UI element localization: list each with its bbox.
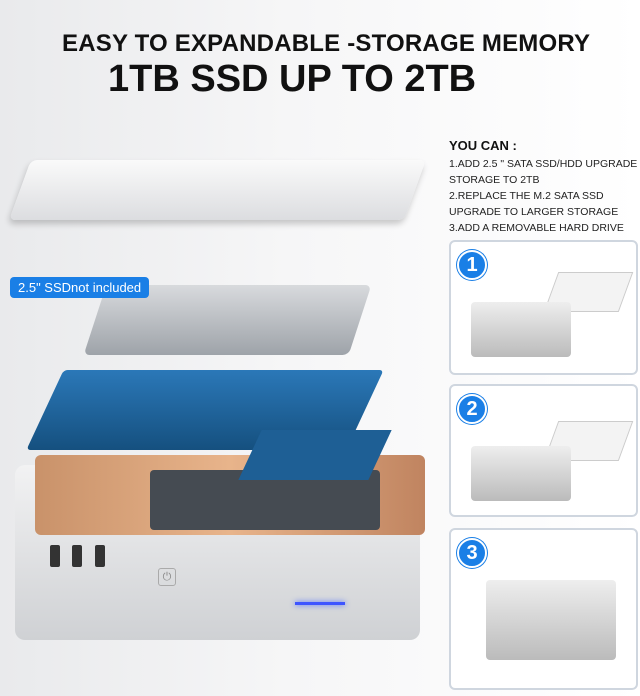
ssd-not-included-badge: 2.5" SSDnot included (10, 277, 150, 298)
list-line: 1.ADD 2.5 " SATA SSD/HDD UPGRADE (449, 158, 638, 170)
step-number: 3 (457, 538, 487, 568)
step-card-3: 3 (449, 528, 638, 690)
usb-port (95, 545, 105, 567)
led-strip (295, 602, 345, 605)
subheadline: 1TB SSD UP TO 2TB (108, 58, 477, 100)
top-lid (9, 160, 426, 220)
m2-ssd (238, 430, 392, 480)
step-number: 1 (457, 250, 487, 280)
list-line: 2.REPLACE THE M.2 SATA SSD (449, 190, 604, 202)
usb-port (72, 545, 82, 567)
step-number: 2 (457, 394, 487, 424)
list-line: STORAGE TO 2TB (449, 174, 540, 186)
list-line: UPGRADE TO LARGER STORAGE (449, 206, 619, 218)
minipc-image (486, 580, 616, 660)
power-button-icon: ⏻ (158, 568, 176, 586)
usb-port (50, 545, 60, 567)
headline: EASY TO EXPANDABLE -STORAGE MEMORY (62, 30, 591, 57)
step-card-2: 2 (449, 384, 638, 517)
you-can-list: 1.ADD 2.5 " SATA SSD/HDD UPGRADE STORAGE… (449, 156, 637, 236)
you-can-title: YOU CAN : (449, 138, 517, 153)
case-interior (150, 470, 380, 530)
list-line: 3.ADD A REMOVABLE HARD DRIVE (449, 222, 624, 234)
step-card-1: 1 (449, 240, 638, 375)
minipc-image (471, 446, 571, 501)
minipc-image (471, 302, 571, 357)
